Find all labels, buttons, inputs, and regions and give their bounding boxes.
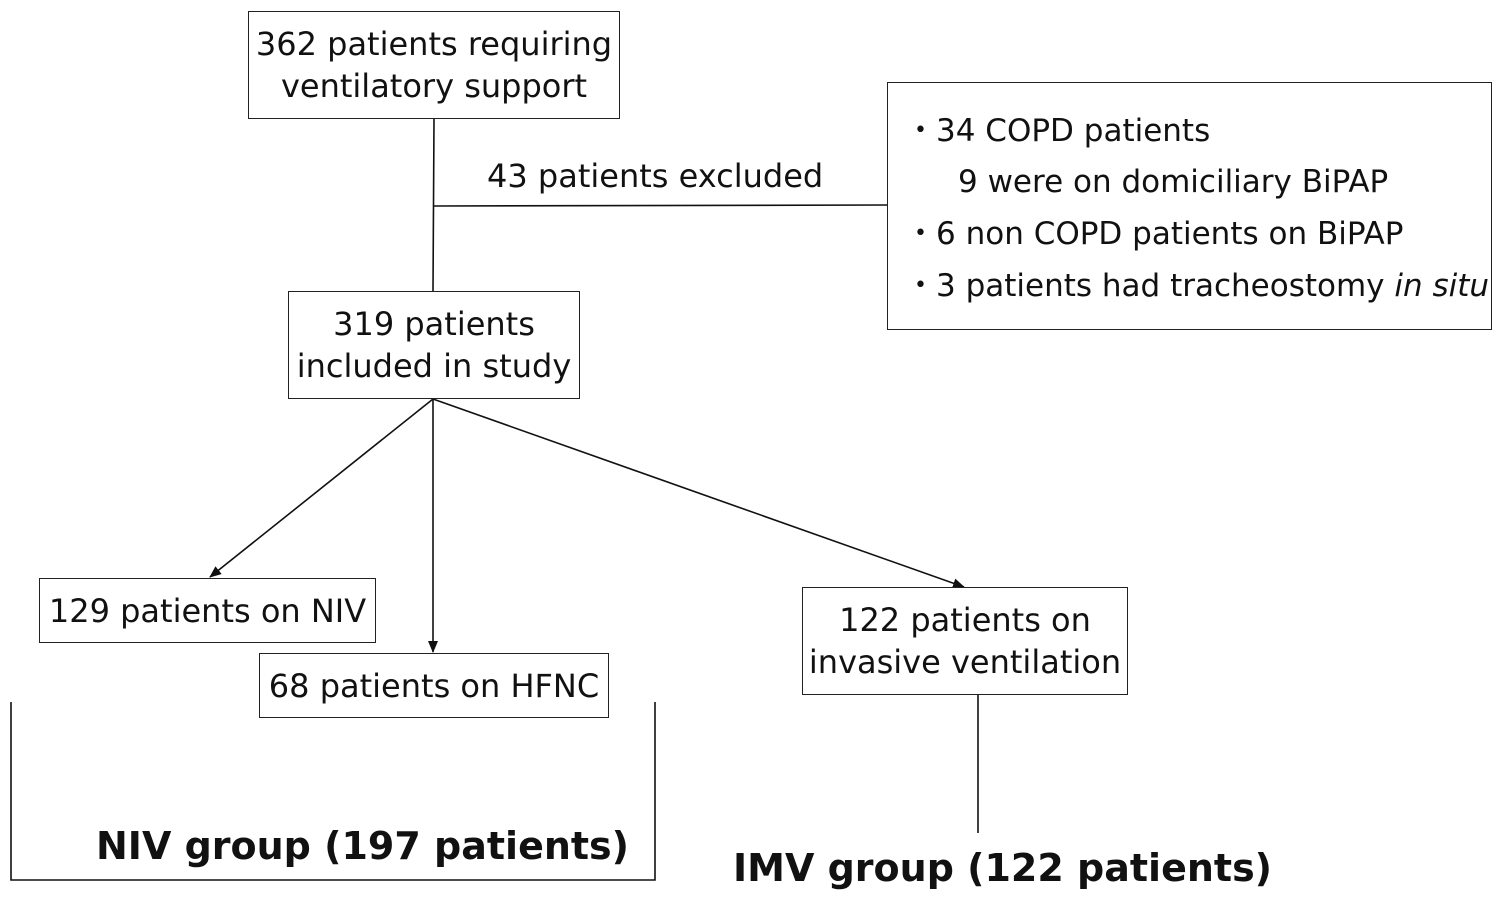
included-node: 319 patients included in study: [288, 291, 580, 399]
hfnc-node-label: 68 patients on HFNC: [268, 666, 600, 705]
included-node-line2: included in study: [296, 347, 572, 385]
exclusion-item-domiciliary: 9 were on domiciliary BiPAP: [958, 164, 1389, 200]
exclusion-label: 43 patients excluded: [487, 157, 824, 195]
niv-group-label: NIV group (197 patients): [96, 824, 630, 868]
exclusion-branch-line: [433, 204, 888, 207]
imv-node-line2: invasive ventilation: [808, 643, 1122, 681]
start-node-line1: 362 patients requiring: [255, 25, 613, 63]
exclusion-item-non-copd: •6 non COPD patients on BiPAP: [914, 208, 1491, 260]
start-node-line2: ventilatory support: [280, 67, 588, 105]
imv-node: 122 patients on invasive ventilation: [802, 587, 1128, 695]
bullet-icon: •: [914, 118, 927, 143]
bullet-icon: •: [914, 273, 927, 298]
niv-node: 129 patients on NIV: [39, 578, 376, 643]
exclusion-item-copd: •34 COPD patients: [914, 105, 1491, 157]
start-node: 362 patients requiring ventilatory suppo…: [248, 11, 620, 119]
niv-group-bracket: [10, 702, 656, 881]
included-node-line1: 319 patients: [333, 305, 535, 343]
start-to-included-line: [432, 118, 435, 292]
imv-group-label: IMV group (122 patients): [733, 846, 1273, 890]
arrow-to-imv: [432, 398, 965, 589]
exclusion-box: •34 COPD patients 9 were on domiciliary …: [887, 82, 1492, 330]
bullet-icon: •: [914, 221, 927, 246]
hfnc-node: 68 patients on HFNC: [259, 653, 609, 718]
imv-node-line1: 122 patients on: [839, 601, 1091, 639]
exclusion-item-tracheostomy: •3 patients had tracheostomy in situ: [914, 260, 1491, 312]
arrow-to-niv: [209, 398, 434, 578]
niv-node-label: 129 patients on NIV: [48, 591, 367, 630]
